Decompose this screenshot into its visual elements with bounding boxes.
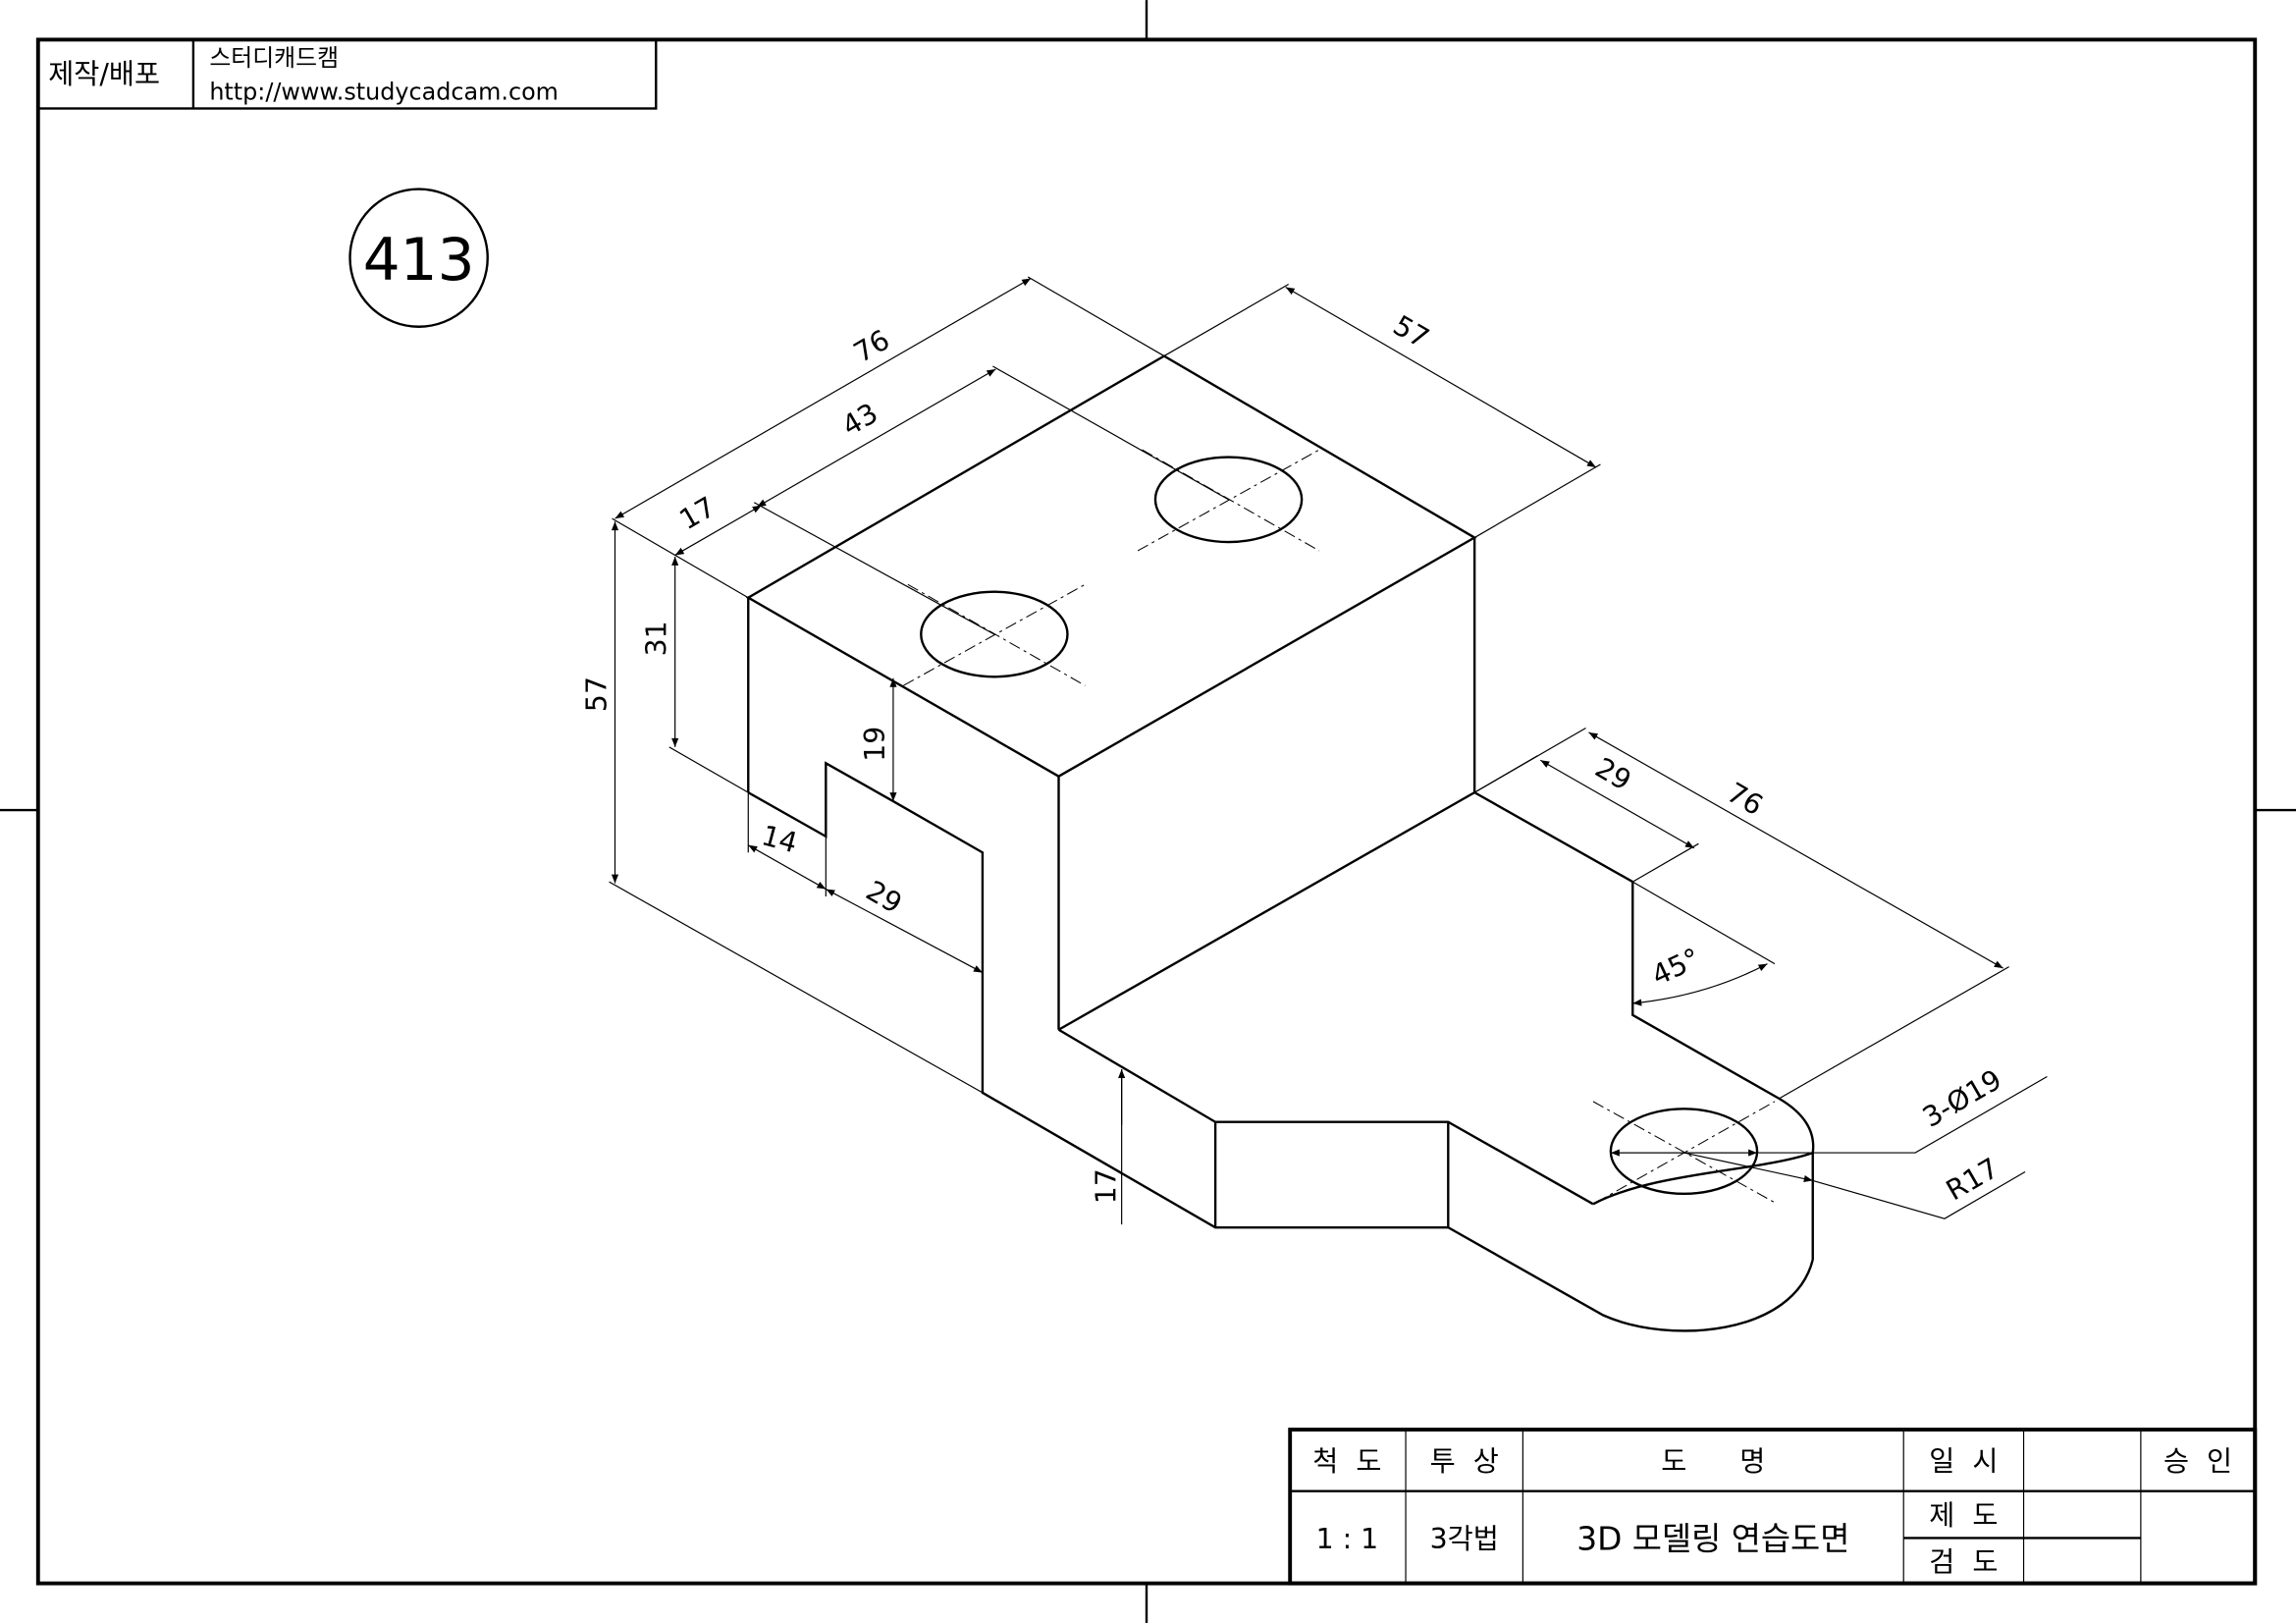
dim-radius: R17 <box>1941 1152 2004 1207</box>
title-block: 척 도 투 상 도 명 일 시 승 인 1 : 1 3각법 3D 모델링 연습도… <box>1288 1428 2258 1586</box>
approve-header: 승 인 <box>2163 1445 2232 1478</box>
publisher-box: 제작/배포 스터디캐드캠 http://www.studycadcam.com <box>36 38 658 110</box>
scale-value: 1 : 1 <box>1316 1523 1379 1555</box>
dimension-lines <box>611 278 2048 1219</box>
dim-top-depth: 57 <box>1388 309 1435 355</box>
center-lines <box>903 449 1776 1204</box>
drawing-number-balloon: 413 <box>348 188 489 328</box>
dimension-labels: 76 43 17 57 57 31 19 14 29 17 29 76 45° … <box>581 309 2007 1208</box>
publisher-label: 제작/배포 <box>48 58 160 90</box>
drawing-number: 413 <box>363 227 475 295</box>
dim-slot-height: 19 <box>859 727 891 762</box>
dim-top-length: 76 <box>848 323 895 369</box>
company-url[interactable]: http://www.studycadcam.com <box>209 79 559 106</box>
scale-header: 척 도 <box>1312 1445 1381 1478</box>
dim-slot-width: 14 <box>758 819 800 859</box>
dim-arm-width: 29 <box>1589 751 1636 797</box>
projection-header: 투 상 <box>1430 1445 1499 1478</box>
dim-base-thickness: 17 <box>1091 1168 1123 1204</box>
dim-angle: 45° <box>1647 942 1705 992</box>
date-header: 일 시 <box>1929 1445 1998 1478</box>
dim-holes: 3-Ø19 <box>1917 1063 2006 1134</box>
dim-hole-spacing: 43 <box>836 397 883 443</box>
name-header: 도 명 <box>1661 1445 1765 1478</box>
part-outline <box>745 354 1815 1332</box>
checked-label: 검 도 <box>1929 1546 1998 1579</box>
dim-step-depth: 29 <box>861 875 908 921</box>
company-name: 스터디캐드캠 <box>209 44 339 72</box>
dim-total-height: 57 <box>581 676 614 712</box>
extension-lines <box>609 276 2009 1225</box>
drawing-name: 3D 모델링 연습도면 <box>1576 1520 1849 1557</box>
drafted-label: 제 도 <box>1929 1499 1998 1532</box>
dim-upper-height: 31 <box>641 621 673 656</box>
dim-arm-length: 76 <box>1722 777 1769 823</box>
dim-hole-offset: 17 <box>674 491 721 537</box>
projection-value: 3각법 <box>1430 1523 1499 1555</box>
